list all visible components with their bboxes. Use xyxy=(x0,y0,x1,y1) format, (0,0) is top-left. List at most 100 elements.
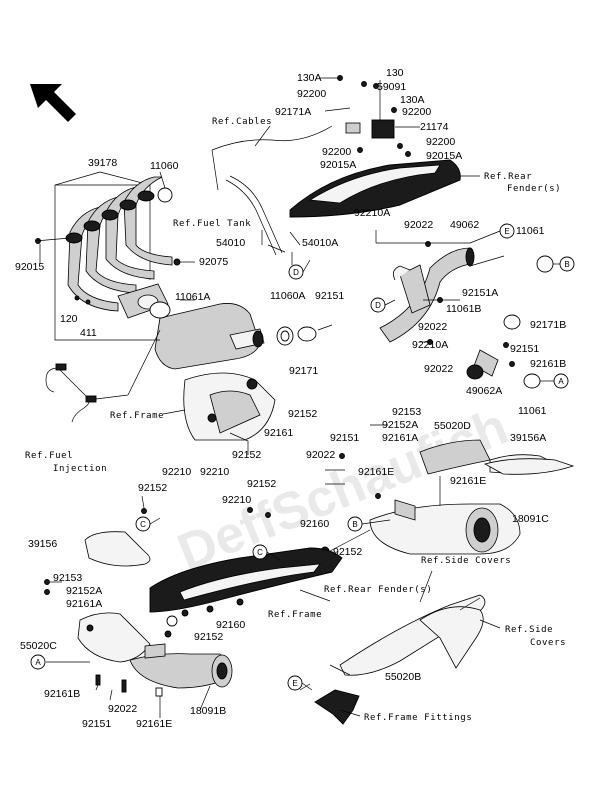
part-label: 92200 xyxy=(322,146,351,158)
callout-d-2: D xyxy=(370,297,386,313)
part-label: 92161E xyxy=(136,718,172,730)
heat-shield-39156A xyxy=(483,458,575,475)
part-label: 21174 xyxy=(420,121,449,133)
callout-c-2: C xyxy=(252,544,268,560)
ref-frame-2: Ref.Frame xyxy=(268,610,322,620)
svg-text:D: D xyxy=(375,301,381,310)
part-label: 11060A xyxy=(270,290,305,302)
ref-cables: Ref.Cables xyxy=(212,117,272,127)
lower-frame-group xyxy=(149,547,343,617)
callout-e-1: E xyxy=(499,223,515,239)
part-label: 55020C xyxy=(20,640,57,652)
part-label: 92210A xyxy=(412,339,448,351)
callout-b-2: B xyxy=(347,516,363,532)
part-label: 92161E xyxy=(358,466,394,478)
part-label: 92022 xyxy=(404,219,433,231)
svg-text:C: C xyxy=(257,548,263,557)
callout-a-1: A xyxy=(553,373,569,389)
part-label: 130A xyxy=(400,94,425,106)
ref-frame-fittings: Ref.Frame Fittings xyxy=(364,713,472,723)
part-label: 92171A xyxy=(275,106,311,118)
part-label: 92015A xyxy=(320,159,356,171)
part-label: 92152 xyxy=(138,482,167,494)
part-label: 92171B xyxy=(530,319,566,331)
part-label: 92022 xyxy=(424,363,453,375)
part-label: 92200 xyxy=(402,106,431,118)
part-label: 92022 xyxy=(418,321,447,333)
part-label: 55020D xyxy=(434,420,471,432)
part-label: 55020B xyxy=(385,671,421,683)
part-label: 92160 xyxy=(300,518,329,530)
part-label: 11060 xyxy=(150,160,179,172)
part-label: 49062 xyxy=(450,219,479,231)
part-label: 120 xyxy=(60,313,78,325)
ref-rear-fender-1b: Fender(s) xyxy=(507,184,561,194)
header-pipes-group xyxy=(34,171,195,341)
part-label: 92200 xyxy=(297,88,326,100)
part-label: 92152A xyxy=(382,419,418,431)
part-label: 92015A xyxy=(426,150,462,162)
frame-stub xyxy=(183,372,276,455)
part-label: 92210 xyxy=(222,494,251,506)
leader-lines xyxy=(39,171,460,718)
part-label: 92151 xyxy=(330,432,359,444)
part-label: 39156A xyxy=(510,432,546,444)
part-label: 92075 xyxy=(199,256,228,268)
part-number-labels: 130A 130 59091 92200 130A 92171A 92200 2… xyxy=(15,67,566,730)
cables-group xyxy=(211,125,333,265)
part-label: 411 xyxy=(80,327,97,339)
svg-text:E: E xyxy=(292,679,297,688)
part-label: 11061A xyxy=(175,291,210,303)
part-label: 92161B xyxy=(530,358,566,370)
part-label: 92210 xyxy=(200,466,229,478)
part-label: 92151 xyxy=(315,290,344,302)
part-label: 92161A xyxy=(66,598,102,610)
part-label: 92015 xyxy=(15,261,44,273)
lower-muffler-group xyxy=(44,579,233,697)
part-label: 92153 xyxy=(53,572,82,584)
part-label: 92161B xyxy=(44,688,80,700)
part-label: 92171 xyxy=(289,365,318,377)
part-label: 59091 xyxy=(377,81,406,93)
svg-text:B: B xyxy=(352,520,357,529)
mid-pipe-group xyxy=(375,230,554,389)
part-label: 92151 xyxy=(82,718,111,730)
ref-rear-fender-2: Ref.Rear Fender(s) xyxy=(324,585,432,595)
part-label: 39156 xyxy=(28,538,57,550)
catalyst-pipe-group xyxy=(45,299,333,423)
lower-right-shield-group xyxy=(299,594,486,725)
part-label: 92161A xyxy=(382,432,418,444)
part-label: 92210 xyxy=(162,466,191,478)
part-label: 92152 xyxy=(194,631,223,643)
part-label: 11061 xyxy=(518,405,547,417)
part-label: 39178 xyxy=(88,157,117,169)
heat-shield-39156 xyxy=(84,531,151,567)
part-label: 92151 xyxy=(510,343,539,355)
part-label: 130A xyxy=(297,72,322,84)
part-label: 54010 xyxy=(216,237,245,249)
part-label: 92161E xyxy=(450,475,486,487)
svg-text:A: A xyxy=(558,377,564,386)
ref-fuel-tank: Ref.Fuel Tank xyxy=(173,219,251,229)
svg-text:A: A xyxy=(35,658,41,667)
svg-text:B: B xyxy=(564,260,569,269)
part-label: 92151A xyxy=(462,287,498,299)
svg-text:E: E xyxy=(504,227,509,236)
ref-fuel-injection-a: Ref.Fuel xyxy=(25,451,73,461)
callout-b-1: B xyxy=(559,256,575,272)
part-label: 92152A xyxy=(66,585,102,597)
part-label: 18091B xyxy=(190,705,226,717)
part-label: 92022 xyxy=(306,449,335,461)
part-label: 92152 xyxy=(247,478,276,490)
part-label: 130 xyxy=(386,67,404,79)
ref-rear-fender-1a: Ref.Rear xyxy=(484,172,532,182)
callout-d-1: D xyxy=(288,264,304,280)
part-label: 92152 xyxy=(288,408,317,420)
part-label: 92022 xyxy=(108,703,137,715)
part-label: 11061B xyxy=(446,303,481,315)
part-label: 92210A xyxy=(354,207,390,219)
rear-fender-group xyxy=(289,75,480,218)
svg-text:D: D xyxy=(293,268,299,277)
part-label: 54010A xyxy=(302,237,338,249)
